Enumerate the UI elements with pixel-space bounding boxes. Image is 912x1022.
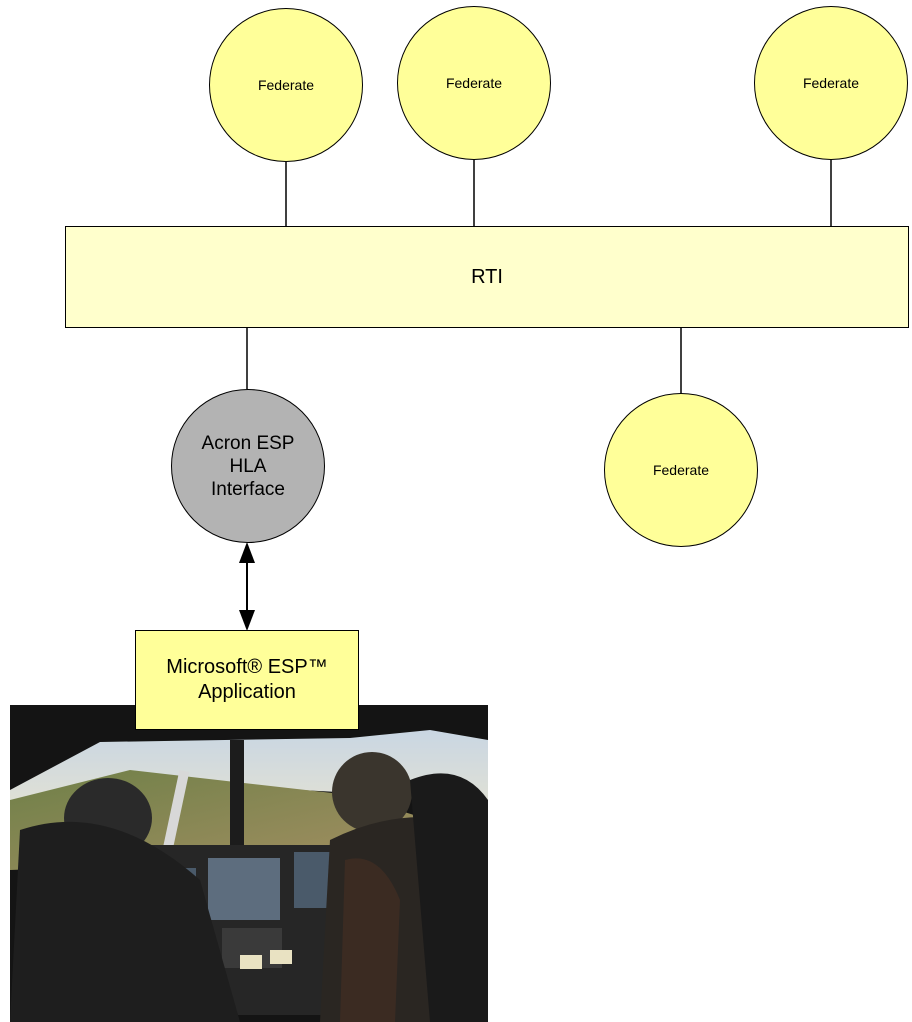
interface-label: Acron ESP HLA Interface	[201, 432, 295, 500]
application-box: Microsoft® ESP™ Application	[135, 630, 359, 730]
federate-node-1: Federate	[209, 8, 363, 162]
federate-label: Federate	[257, 77, 315, 93]
federate-label: Federate	[802, 75, 860, 91]
application-label: Microsoft® ESP™ Application	[166, 656, 328, 703]
cockpit-photo	[10, 705, 488, 1022]
federate-label: Federate	[445, 75, 503, 91]
federate-node-2: Federate	[397, 6, 551, 160]
federate-node-4: Federate	[604, 393, 758, 547]
bidirectional-arrow	[239, 542, 255, 631]
interface-node: Acron ESP HLA Interface	[171, 389, 325, 543]
federate-label: Federate	[652, 462, 710, 478]
federate-node-3: Federate	[754, 6, 908, 160]
rti-box: RTI	[65, 226, 909, 328]
rti-label: RTI	[471, 265, 503, 288]
